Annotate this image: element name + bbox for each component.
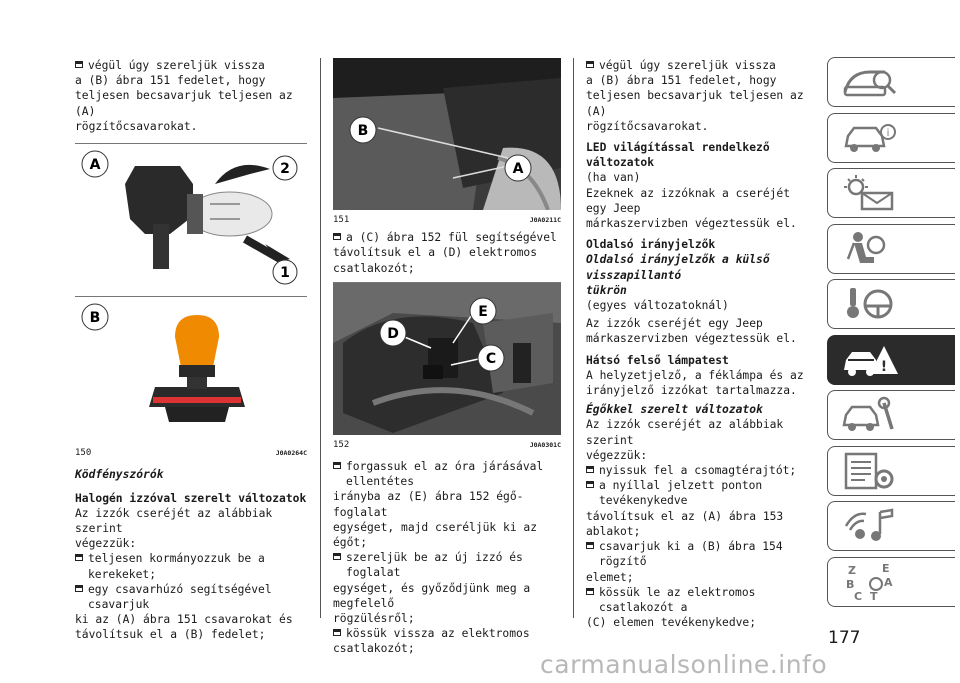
car-emergency-icon: ! [844,345,898,376]
light-warning-mail-icon [844,175,894,211]
subsection-halogen: Halogén izzóval szerelt változatok [75,491,307,505]
figure-mid-rule [75,296,307,298]
car-service-wrench-icon [842,396,894,431]
bullet-install-new-bulb: szereljük be az új izzó és foglalat [333,550,561,580]
label-b: B [90,310,101,326]
section-title-side-indicators: Oldalsó irányjelzők [586,238,716,252]
callout-2: 2 [280,161,290,177]
bullet-disconnect-connector: kössük le az elektromos csatlakozót a [586,585,814,615]
dashboard-search-icon [843,70,897,97]
svg-text:Z: Z [848,564,856,577]
svg-text:C: C [854,590,862,602]
fog-light-socket-photo: D E C [333,282,561,435]
label-b: B [358,123,369,139]
column-divider-2 [573,58,574,618]
svg-text:B: B [846,578,854,591]
figure-152-caption: 152 J0A0301C [333,440,561,451]
figure-152: D E C 152 J0A0301C [333,281,561,451]
callout-1: 1 [280,265,290,281]
figure-151: B A 151 J0A0211C [333,58,561,226]
watermark: carmanualsonline.info [540,650,828,679]
label-d: D [387,326,399,342]
bullet-unscrew-fastener: csavarjuk ki a (B) ábra 154 rögzítő [586,539,814,569]
bullet-remove-window: a nyíllal jelzett ponton tevékenykedve [586,478,814,508]
technical-data-icon [844,452,894,489]
bullet-remove-screws: egy csavarhúzó segítségével csavarjuk [75,582,307,612]
figure-top-rule [75,143,307,145]
svg-text:A: A [884,576,893,589]
bullet-turn-wheels: teljesen kormányozzuk be a kerekeket; [75,551,307,581]
section-title-rear-upper-lamp: Hátsó felső lámpatest [586,353,729,367]
multimedia-music-icon [844,508,894,541]
tab-technical-data[interactable] [827,445,955,496]
label-e: E [478,304,488,320]
column-divider-1 [320,58,321,618]
tab-multimedia[interactable] [827,501,955,551]
section-title-led: LED világítással rendelkező változatok [586,141,770,170]
section-title-fog-lights: Ködfényszórók [75,468,164,482]
psx-bulb-illustration: B [81,303,245,423]
tab-emergency[interactable]: ! [827,334,955,385]
bullet-remove-connector: a (C) ábra 152 fül segítségével [333,230,561,245]
bullet-reinstall-cover: végül úgy szereljük vissza [586,58,814,73]
label-a: A [513,161,524,177]
tab-warning-lights[interactable] [827,168,955,218]
label-c: C [486,351,496,367]
figure-top-rule [333,281,561,283]
chapter-tabs: i ! [827,57,955,612]
tab-index[interactable]: Z E B A C T [827,556,955,607]
tab-maintenance[interactable] [827,390,955,440]
car-info-icon: i [844,123,896,152]
tab-safety[interactable] [827,223,955,274]
svg-text:i: i [887,128,890,139]
bullet-reinstall-cover: végül úgy szereljük vissza [75,58,307,73]
airbag-seat-icon [846,231,886,263]
label-a: A [90,157,101,173]
figure-150-caption: 150 J0A0264C [75,448,307,459]
figure-151-caption: 151 J0A0211C [333,215,561,226]
key-steering-wheel-icon [847,288,893,319]
fog-light-cover-photo: B A [333,58,561,211]
halogen-bulb-illustration: A 2 1 [81,150,298,285]
svg-text:E: E [882,562,890,575]
tab-dashboard[interactable] [827,57,955,107]
tab-starting-driving[interactable] [827,279,955,329]
column-3: végül úgy szereljük vissza a (B) ábra 15… [586,58,814,630]
svg-text:T: T [870,590,878,602]
subsection-bulb-versions: Égőkkel szerelt változatok [586,403,763,417]
alphabetical-index-icon: Z E B A C T [846,562,893,602]
bullet-open-tailgate: nyissuk fel a csomagtérajtót; [586,463,814,478]
column-2: B A 151 J0A0211C a (C) ábra 152 fül segí… [333,58,561,657]
page-number: 177 [828,628,861,648]
tab-vehicle[interactable]: i [827,112,955,163]
bullet-rotate-socket: forgassuk el az óra járásával ellentétes [333,459,561,489]
bullet-reconnect: kössük vissza az elektromos [333,626,561,641]
figure-150: A 2 1 B 150 [75,143,307,459]
svg-text:!: ! [881,359,887,375]
column-1: végül úgy szereljük vissza a (B) ábra 15… [75,58,307,642]
